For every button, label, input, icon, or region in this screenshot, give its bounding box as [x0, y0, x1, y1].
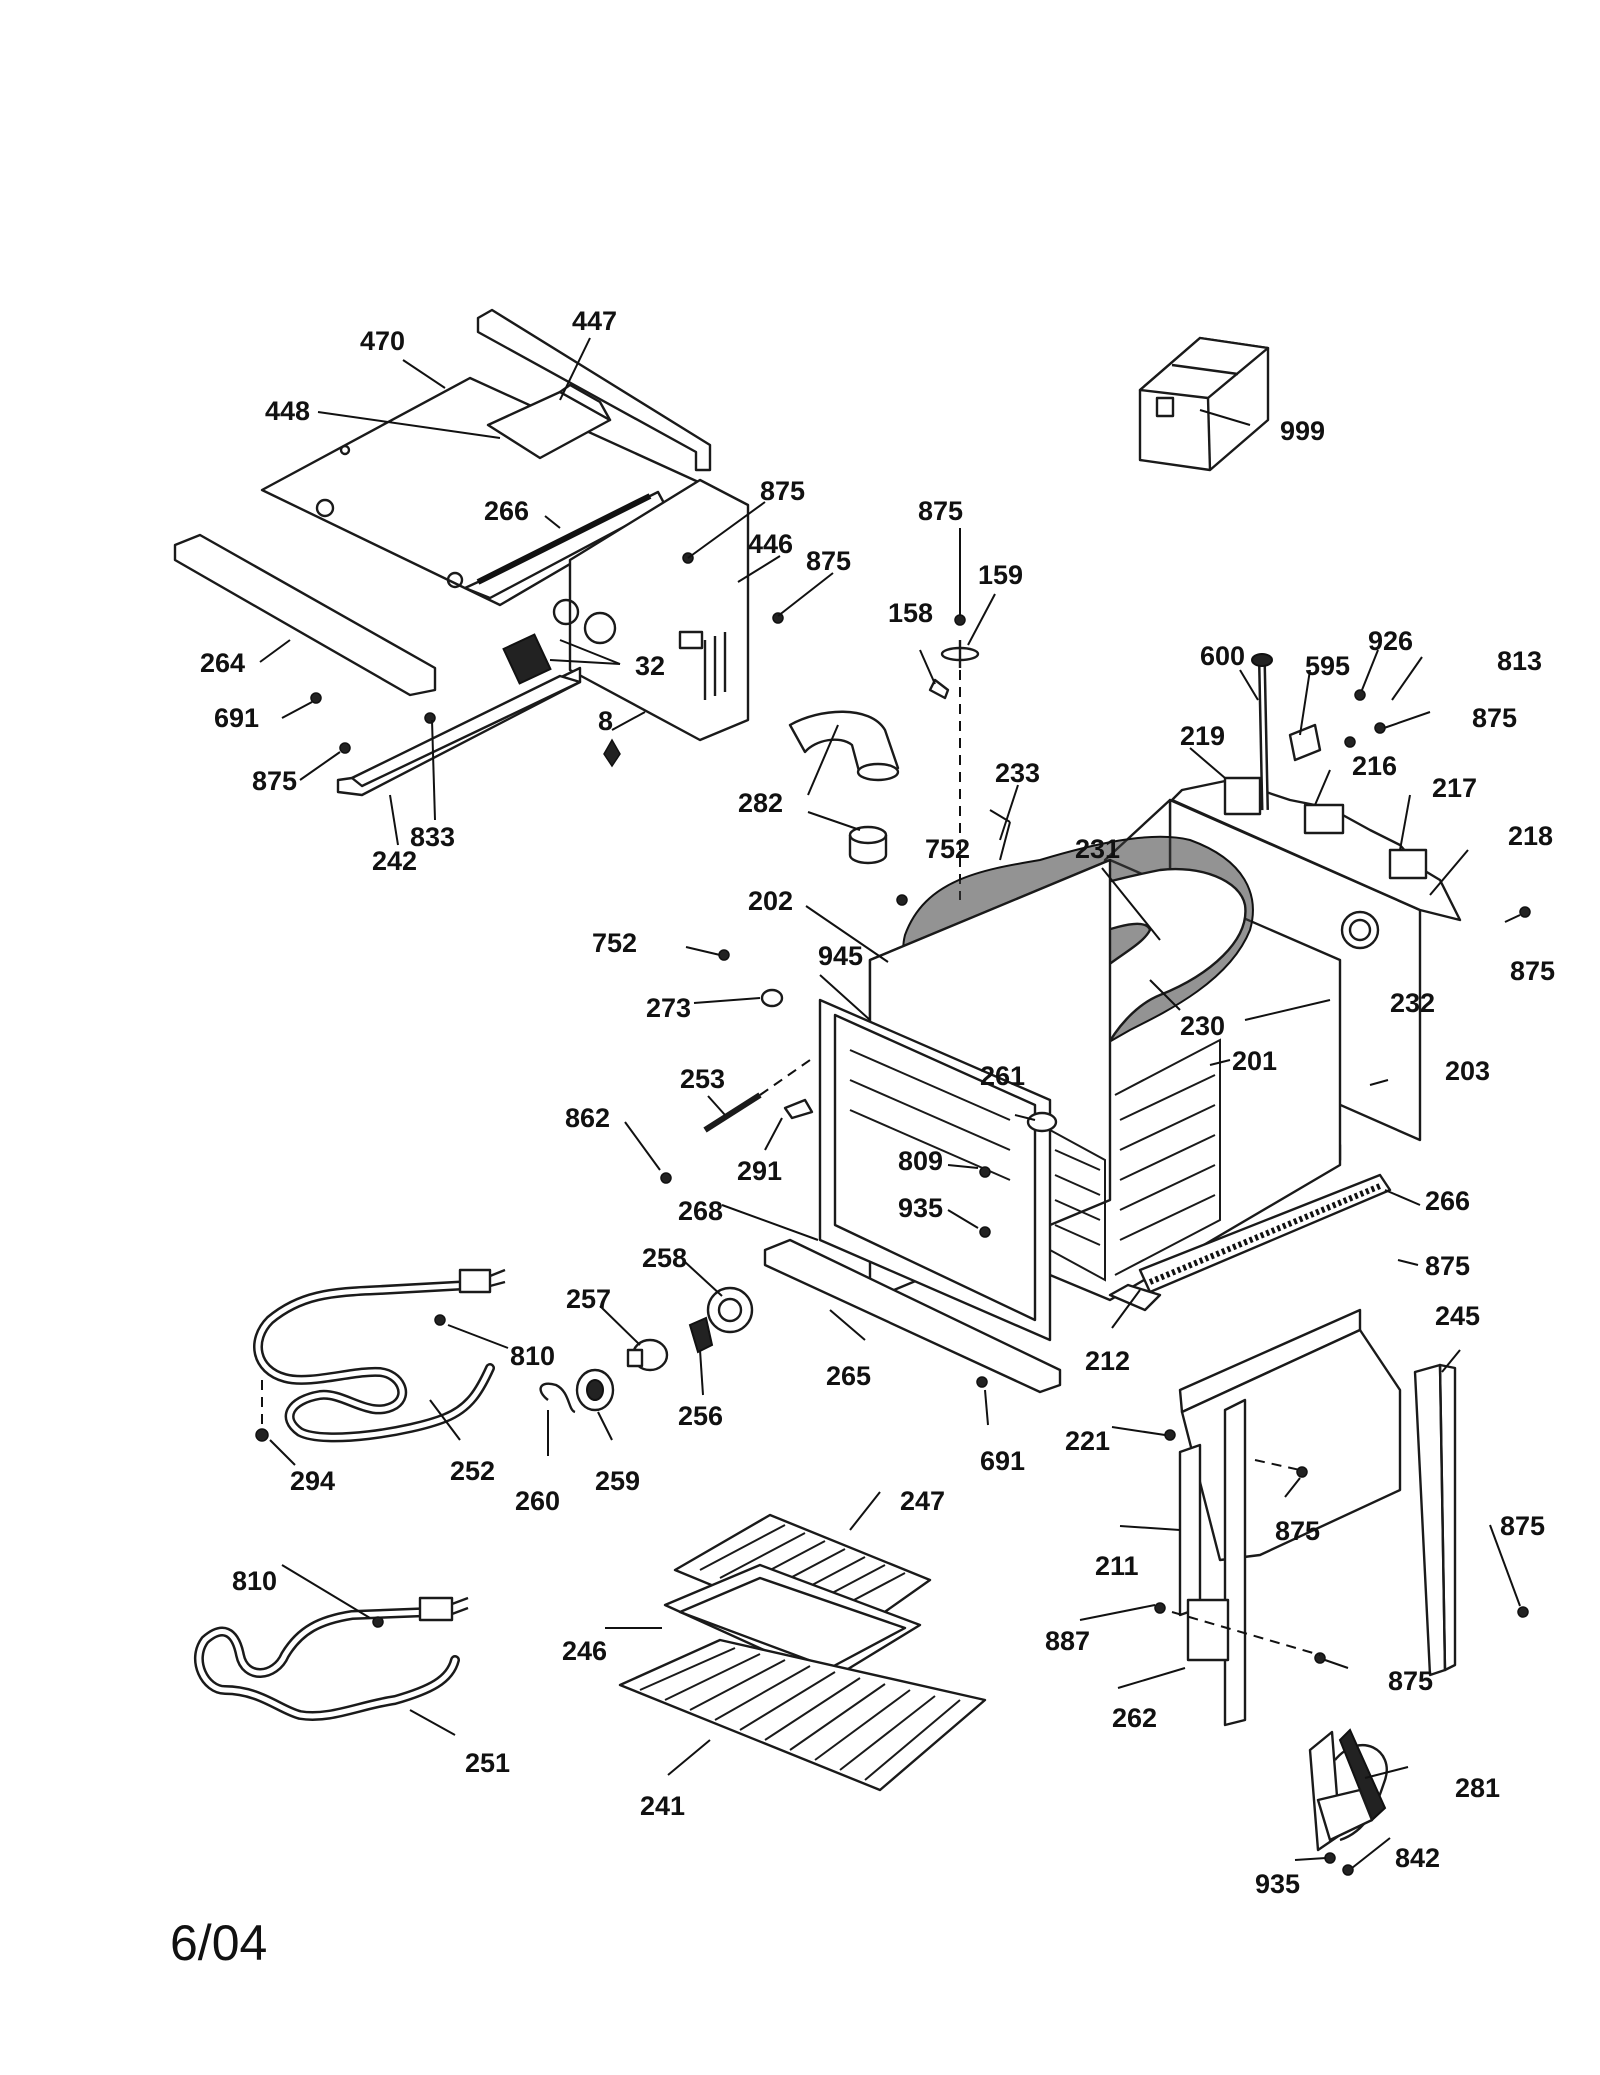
label-595: 595: [1305, 651, 1350, 681]
label-447: 447: [572, 306, 617, 336]
top-panel-assembly: [173, 308, 784, 797]
date-code: 6/04: [170, 1915, 267, 1971]
label-256: 256: [678, 1401, 723, 1431]
label-600: 600: [1200, 641, 1245, 671]
label-218: 218: [1508, 821, 1553, 851]
bake-element-252: [253, 1268, 506, 1443]
front-trim-and-rails: [660, 949, 1392, 1394]
label-159: 159: [978, 560, 1023, 590]
label-268: 268: [678, 1196, 723, 1226]
label-813: 813: [1497, 646, 1542, 676]
label-242: 242: [372, 846, 417, 876]
label-221: 221: [1065, 1426, 1110, 1456]
label-810: 810: [510, 1341, 555, 1371]
label-875: 875: [918, 496, 963, 526]
label-862: 862: [565, 1103, 610, 1133]
label-265: 265: [826, 1361, 871, 1391]
label-875: 875: [806, 546, 851, 576]
label-446: 446: [748, 529, 793, 559]
label-875: 875: [1425, 1251, 1470, 1281]
label-219: 219: [1180, 721, 1225, 751]
label-875: 875: [760, 476, 805, 506]
label-752: 752: [592, 928, 637, 958]
label-232: 232: [1390, 988, 1435, 1018]
label-253: 253: [680, 1064, 725, 1094]
label-262: 262: [1112, 1703, 1157, 1733]
label-875: 875: [1500, 1511, 1545, 1541]
label-251: 251: [465, 1748, 510, 1778]
label-470: 470: [360, 326, 405, 356]
label-246: 246: [562, 1636, 607, 1666]
leader-lines: [259, 337, 1521, 1869]
label-261: 261: [980, 1061, 1025, 1091]
carton-box: [1138, 336, 1270, 472]
label-257: 257: [566, 1284, 611, 1314]
label-875: 875: [1388, 1666, 1433, 1696]
label-691: 691: [214, 703, 259, 733]
label-266: 266: [1425, 1186, 1470, 1216]
label-231: 231: [1075, 834, 1120, 864]
label-282: 282: [738, 788, 783, 818]
label-842: 842: [1395, 1843, 1440, 1873]
label-264: 264: [200, 648, 245, 678]
label-212: 212: [1085, 1346, 1130, 1376]
label-8: 8: [598, 706, 613, 736]
label-233: 233: [995, 758, 1040, 788]
label-935: 935: [898, 1193, 943, 1223]
label-202: 202: [748, 886, 793, 916]
label-273: 273: [646, 993, 691, 1023]
label-999: 999: [1280, 416, 1325, 446]
duct-and-sensor: [788, 614, 980, 906]
broil-pan-and-rack: [618, 1513, 987, 1792]
label-294: 294: [290, 1466, 335, 1496]
label-216: 216: [1352, 751, 1397, 781]
label-291: 291: [737, 1156, 782, 1186]
label-259: 259: [595, 1466, 640, 1496]
label-281: 281: [1455, 1773, 1500, 1803]
part-labels: 470 447 448 266 875 446 875 264 32 691 8…: [200, 306, 1555, 1899]
label-833: 833: [410, 822, 455, 852]
label-230: 230: [1180, 1011, 1225, 1041]
label-691: 691: [980, 1446, 1025, 1476]
label-203: 203: [1445, 1056, 1490, 1086]
label-32: 32: [635, 651, 665, 681]
label-158: 158: [888, 598, 933, 628]
oven-body: [818, 653, 1531, 1342]
label-875: 875: [1472, 703, 1517, 733]
oven-light-assembly: [539, 1286, 754, 1414]
label-258: 258: [642, 1243, 687, 1273]
label-266: 266: [484, 496, 529, 526]
label-875: 875: [1275, 1516, 1320, 1546]
label-252: 252: [450, 1456, 495, 1486]
label-945: 945: [818, 941, 863, 971]
label-887: 887: [1045, 1626, 1090, 1656]
label-926: 926: [1368, 626, 1413, 656]
side-panels-and-hinge: [1154, 1308, 1529, 1876]
label-217: 217: [1432, 773, 1477, 803]
label-448: 448: [265, 396, 310, 426]
label-241: 241: [640, 1791, 685, 1821]
label-752: 752: [925, 834, 970, 864]
label-935: 935: [1255, 1869, 1300, 1899]
label-247: 247: [900, 1486, 945, 1516]
label-201: 201: [1232, 1046, 1277, 1076]
label-245: 245: [1435, 1301, 1480, 1331]
label-875: 875: [252, 766, 297, 796]
label-260: 260: [515, 1486, 560, 1516]
label-211: 211: [1095, 1551, 1139, 1581]
label-875: 875: [1510, 956, 1555, 986]
label-809: 809: [898, 1146, 943, 1176]
label-810: 810: [232, 1566, 277, 1596]
broil-element-251: [194, 1596, 469, 1721]
